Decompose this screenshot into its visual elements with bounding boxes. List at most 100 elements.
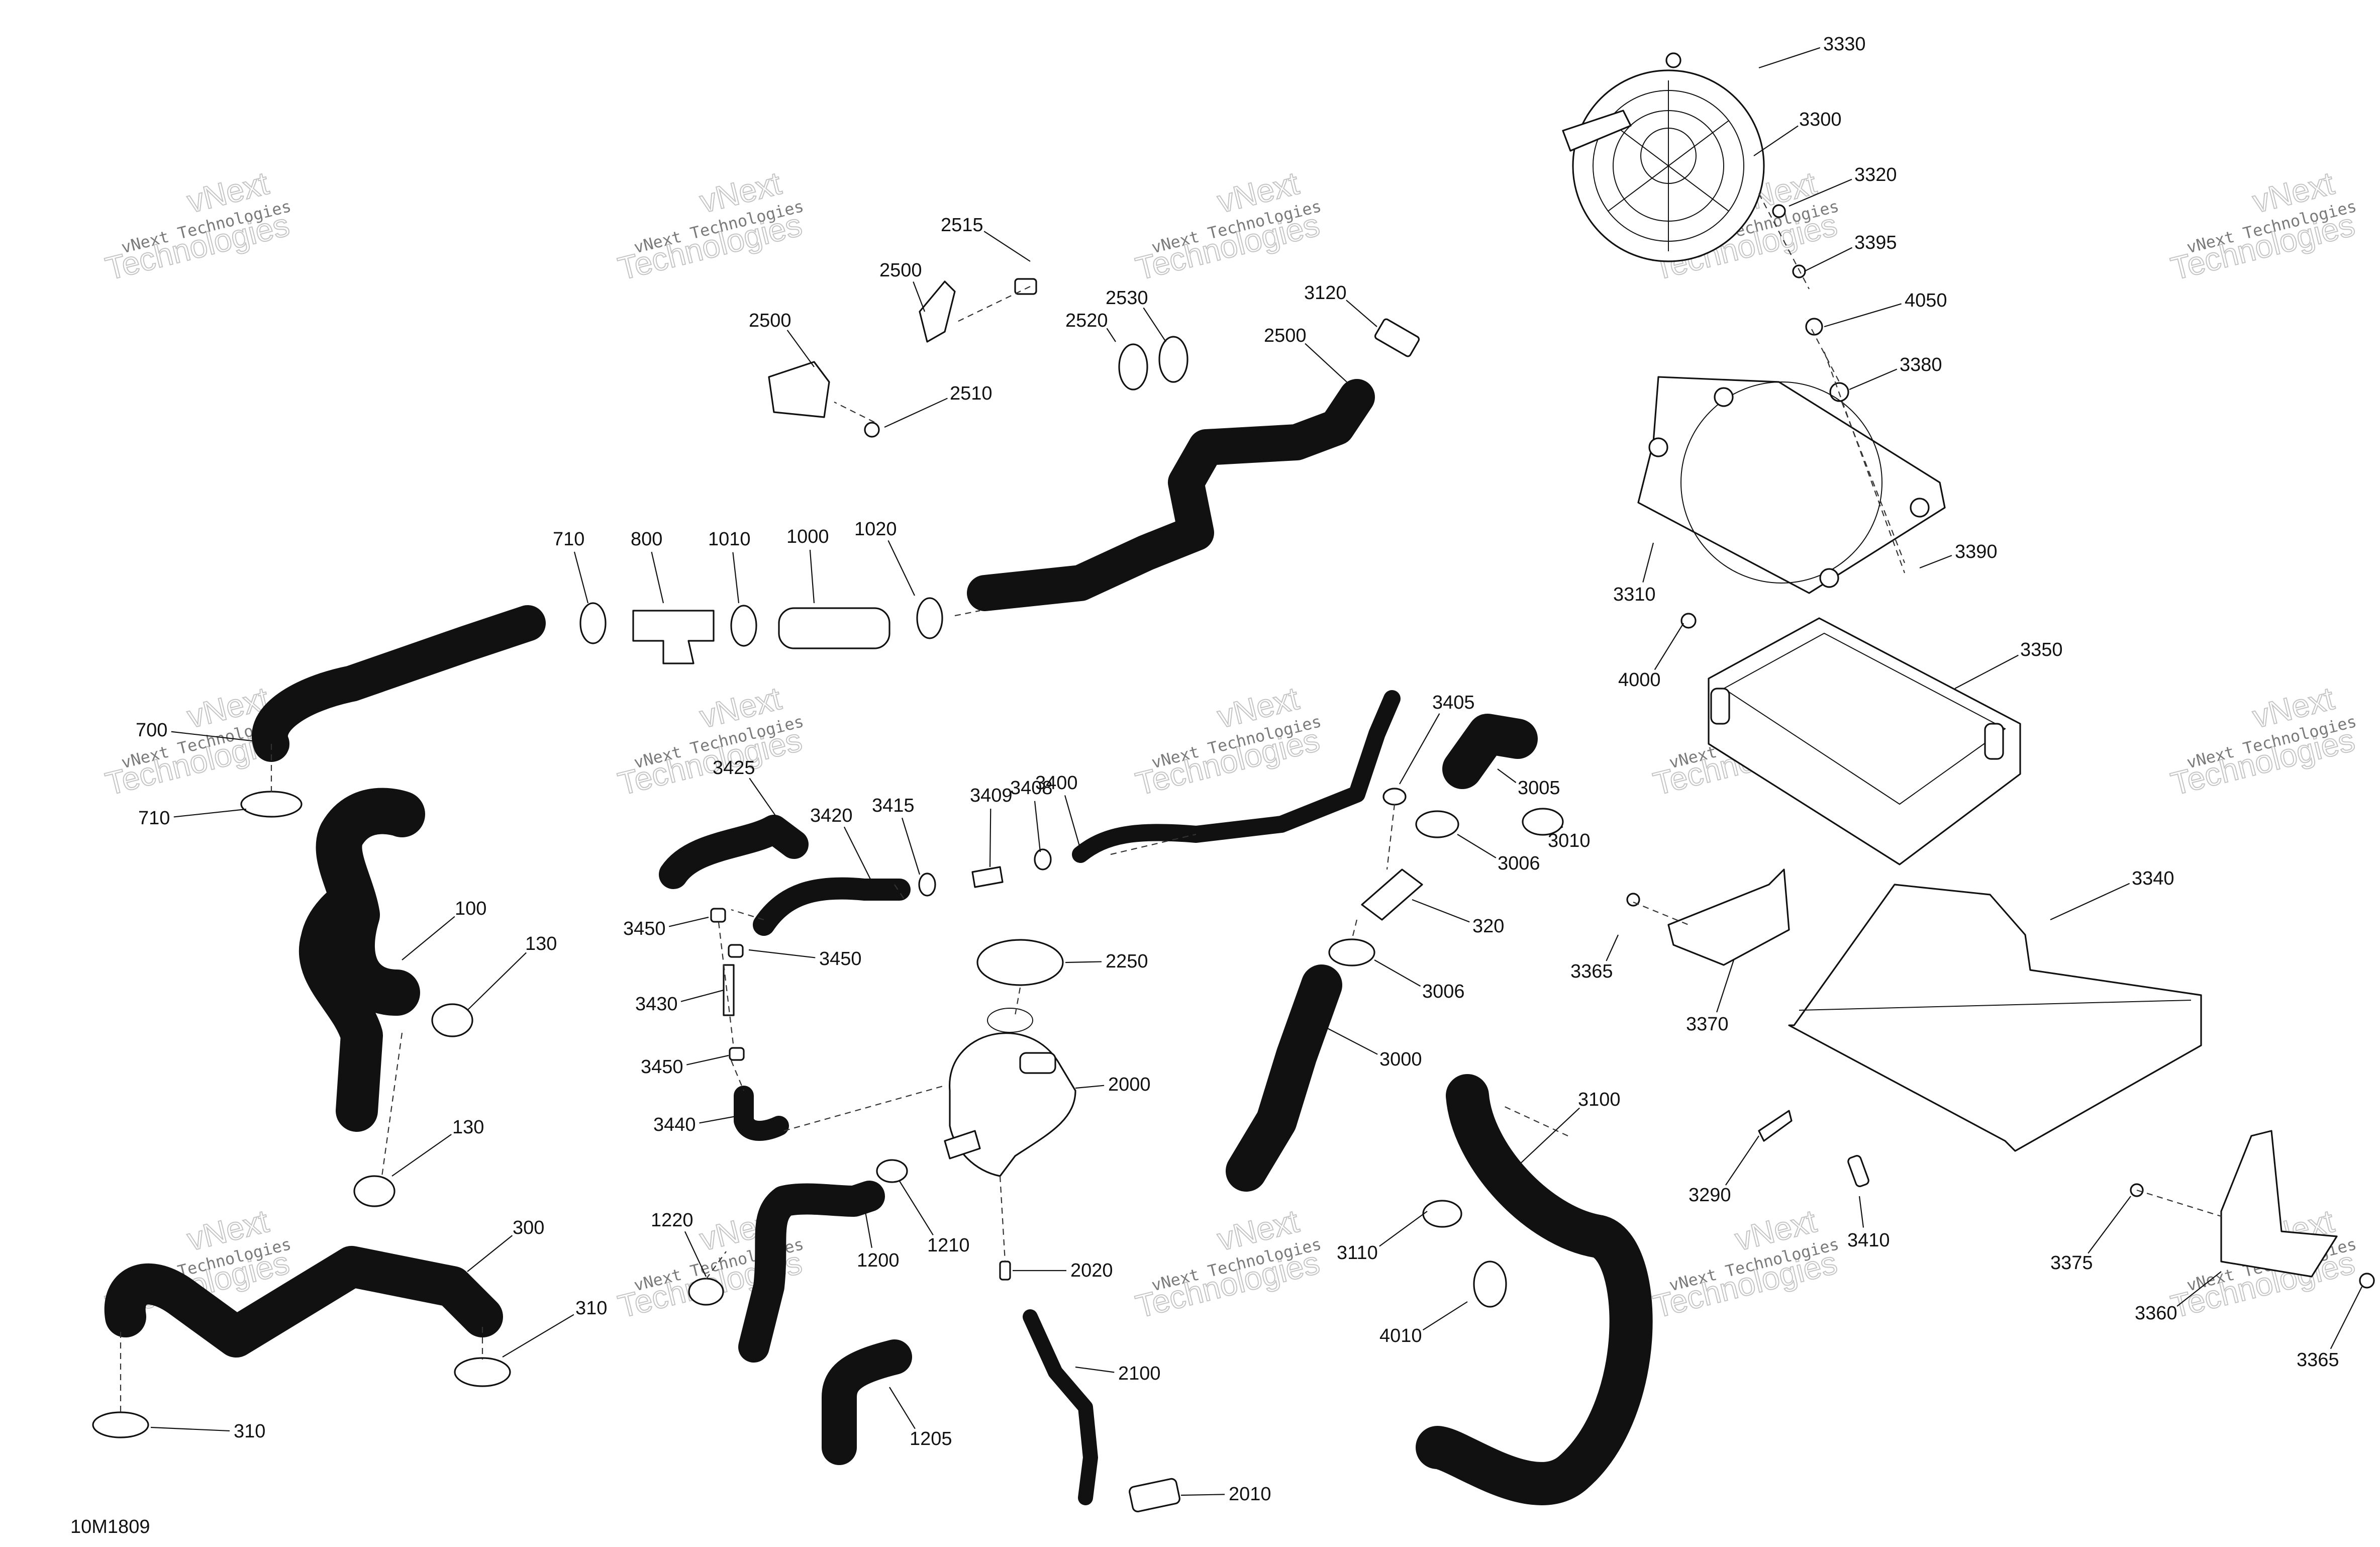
callout-leader-line — [1064, 795, 1081, 850]
clamp-3450-top-part — [710, 908, 726, 923]
callout-label: 1020 — [854, 519, 897, 540]
callout-leader-line — [887, 540, 915, 596]
callout-leader-line — [1789, 178, 1852, 207]
callout-label: 3310 — [1613, 584, 1656, 605]
hose-1205-part — [824, 1341, 910, 1463]
clamp-3408-part — [1034, 848, 1052, 871]
hose-100-part — [299, 879, 383, 1132]
callout-leader-line — [809, 549, 815, 604]
hose-300-part — [106, 1248, 501, 1356]
callout-label: 3120 — [1304, 282, 1347, 304]
clamp-2530-part — [1158, 336, 1188, 383]
callout-leader-line — [732, 552, 740, 604]
clamp-3006-lower-part — [1328, 938, 1375, 966]
callout-label: 2500 — [749, 310, 791, 331]
callout-leader-line — [1075, 1366, 1115, 1373]
callout-label: 2510 — [950, 383, 993, 404]
callout-label: 3350 — [2020, 639, 2063, 660]
clamp-3110-part — [1422, 1200, 1462, 1228]
callout-leader-line — [2176, 1271, 2222, 1307]
callout-label: 3340 — [2132, 868, 2174, 889]
clamp-3010-part — [1522, 808, 1564, 836]
callout-label: 2250 — [1106, 951, 1148, 972]
callout-leader-line — [1346, 300, 1377, 327]
callout-label: 1210 — [927, 1235, 970, 1256]
callout-label: 3365 — [1570, 961, 1613, 982]
assembly-dash-line — [730, 1060, 745, 1091]
callout-label: 3000 — [1379, 1049, 1422, 1070]
callout-label: 3409 — [970, 785, 1013, 806]
fan-assembly-part — [1562, 52, 1849, 402]
callout-label: 1205 — [910, 1428, 952, 1449]
callout-label: 2530 — [1106, 287, 1148, 309]
callout-label: 710 — [138, 808, 170, 829]
callout-leader-line — [171, 731, 257, 742]
callout-label: 1220 — [651, 1210, 693, 1231]
hose-3440-part — [736, 1088, 787, 1139]
callout-label: 3300 — [1799, 109, 1842, 130]
assembly-dash-line — [731, 909, 764, 921]
callout-label: 3006 — [1422, 981, 1465, 1002]
assembly-dash-line — [999, 1176, 1006, 1262]
callout-leader-line — [1106, 328, 1116, 342]
callout-leader-line — [1180, 1494, 1225, 1496]
callout-label: 130 — [452, 1117, 484, 1138]
assembly-dash-line — [783, 1085, 945, 1132]
callout-leader-line — [983, 231, 1031, 262]
clamp-130-upper-part — [431, 1003, 473, 1037]
callout-leader-line — [150, 1426, 230, 1432]
clamp-4010-part — [1473, 1261, 1507, 1308]
bolt-2510-part — [864, 422, 880, 438]
callout-leader-line — [1034, 801, 1041, 852]
callout-label: 3290 — [1689, 1185, 1731, 1206]
callout-label: 1200 — [857, 1250, 900, 1271]
callout-leader-line — [651, 551, 664, 604]
callout-label: 320 — [1472, 916, 1504, 937]
callout-label: 3450 — [641, 1056, 683, 1078]
callout-leader-line — [1753, 125, 1799, 156]
callout-leader-line — [686, 1054, 729, 1066]
clamp-1010-part — [730, 605, 757, 647]
callout-leader-line — [884, 398, 948, 428]
callout-leader-line — [391, 1134, 452, 1177]
sensor-3120-part — [1374, 318, 1420, 357]
callout-label: 3410 — [1847, 1230, 1890, 1251]
hose-1200-part — [740, 1183, 883, 1361]
callout-label: 2020 — [1070, 1260, 1113, 1281]
assembly-dash-line — [1502, 1105, 1568, 1136]
callout-leader-line — [1654, 623, 1684, 670]
bracket-2500-lower-part — [768, 361, 830, 418]
callout-leader-line — [1457, 834, 1497, 858]
callout-leader-line — [843, 826, 875, 888]
callout-label: 1010 — [708, 529, 751, 550]
assembly-dash-line — [1823, 351, 1906, 573]
callout-leader-line — [1399, 713, 1440, 785]
assembly-dash-line — [1386, 804, 1396, 870]
hose-3425-part — [661, 817, 807, 887]
callout-label: 3415 — [872, 795, 915, 816]
callout-label: 3425 — [713, 757, 755, 779]
callout-leader-line — [2088, 1196, 2131, 1254]
clamp-710b-part — [240, 791, 303, 818]
hose-700-part — [254, 607, 544, 760]
callout-leader-line — [502, 1314, 574, 1358]
callout-leader-line — [913, 281, 926, 312]
assembly-dash-line — [834, 402, 875, 423]
clip-3290-part — [1758, 1110, 1793, 1142]
t-fitting-800-part — [632, 610, 715, 664]
fitting-2020-part — [999, 1261, 1011, 1281]
callout-leader-line — [1412, 899, 1470, 923]
callout-leader-line — [699, 1115, 739, 1124]
callout-label: 3408 — [1010, 778, 1053, 799]
callout-label: 300 — [513, 1217, 544, 1238]
tank-2000-part — [949, 1032, 1076, 1177]
hose-3000-part — [1228, 966, 1340, 1190]
bracket-3370-part — [1626, 868, 1790, 966]
callout-leader-line — [1321, 1025, 1378, 1055]
